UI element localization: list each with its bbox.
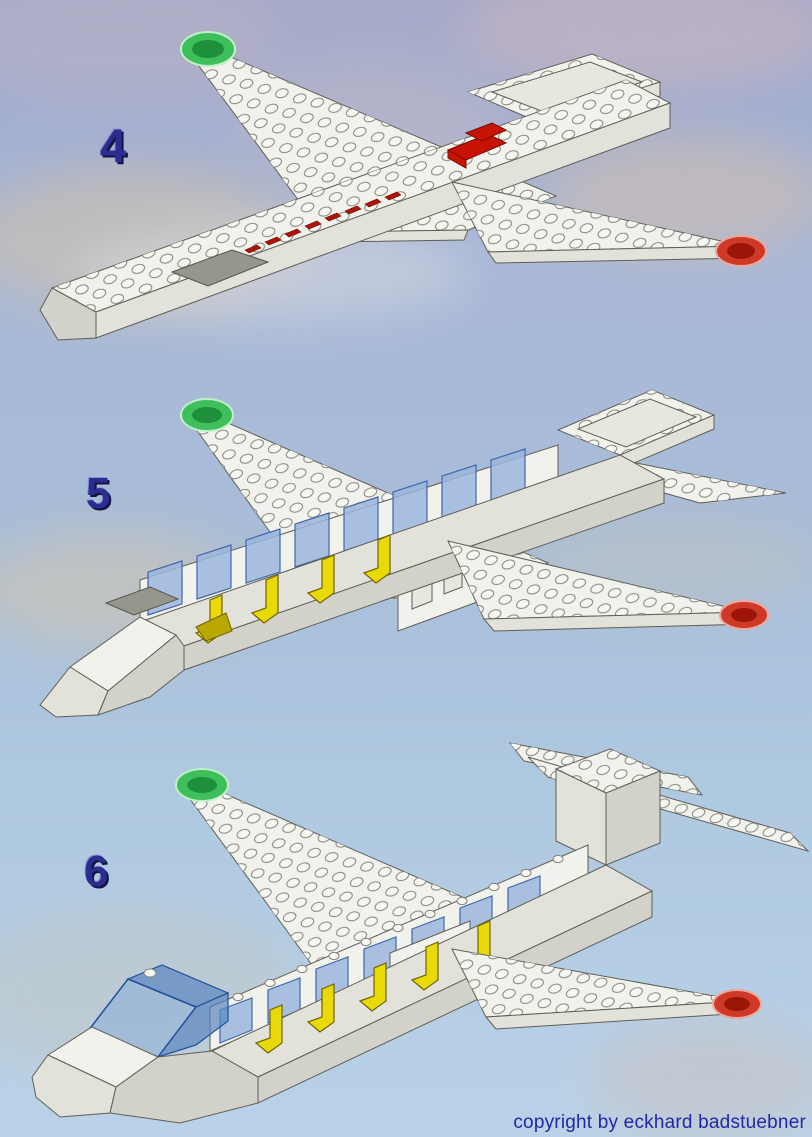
step-4-illustration	[39, 31, 767, 341]
green-wingtip-light	[180, 398, 234, 432]
roof-clip-row	[232, 854, 564, 1002]
step-6-illustration	[31, 742, 810, 1124]
tail-platform	[556, 389, 716, 470]
gray-nose-plate	[104, 586, 180, 616]
red-wingtip-light	[715, 235, 767, 267]
red-clip-row	[244, 191, 402, 254]
right-wing	[451, 948, 747, 1030]
step-number-5: 5	[86, 469, 111, 518]
nose-cone	[31, 1026, 259, 1124]
cabin-windows	[147, 448, 526, 616]
step-number-4: 4	[100, 119, 127, 172]
tail-fin-block	[554, 748, 662, 866]
step-5-illustration	[39, 389, 787, 718]
green-wingtip-light	[175, 768, 229, 802]
copyright-text: copyright by eckhard badstuebner	[513, 1112, 806, 1133]
green-wingtip-light	[180, 31, 236, 67]
red-bricks	[446, 122, 508, 169]
step-number-6: 6	[84, 847, 109, 896]
nose-cone	[39, 616, 185, 718]
fuselage	[39, 79, 672, 341]
right-wing	[447, 540, 753, 632]
right-wing	[451, 181, 749, 264]
red-wingtip-light	[712, 989, 762, 1019]
passenger-seats	[194, 534, 391, 644]
gray-nose-plate	[170, 249, 270, 287]
red-wingtip-light	[719, 600, 769, 630]
